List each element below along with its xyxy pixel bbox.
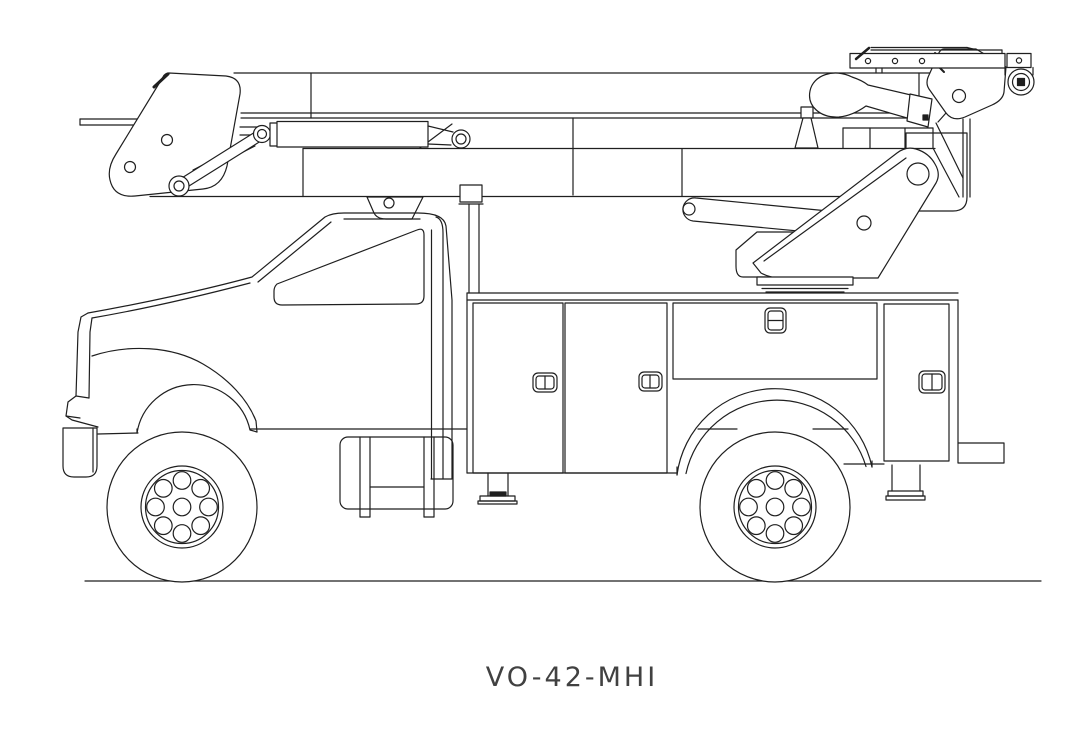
boom-lug bbox=[366, 196, 424, 220]
tire bbox=[106, 431, 258, 583]
front-bumper bbox=[62, 427, 98, 478]
a-pillar-inner bbox=[257, 221, 332, 283]
front-wheel-opening bbox=[136, 383, 258, 434]
hub bbox=[765, 497, 785, 517]
door-window bbox=[273, 228, 425, 306]
chassis-line-front bbox=[97, 432, 139, 435]
rotation-bearing bbox=[756, 276, 854, 293]
link-arm bbox=[809, 72, 933, 128]
front-wheel bbox=[106, 431, 258, 583]
door-handle-3 bbox=[764, 307, 787, 334]
door-handle-1 bbox=[532, 372, 558, 393]
rear-fender-arc bbox=[676, 388, 873, 476]
rim-outer bbox=[733, 465, 817, 549]
rim-outer bbox=[140, 465, 224, 549]
compartment-door-4 bbox=[883, 303, 950, 462]
front-face bbox=[65, 312, 99, 428]
hood-inner-line bbox=[91, 282, 251, 319]
rim-inner bbox=[144, 469, 220, 545]
front-face-inner bbox=[88, 317, 93, 399]
rear-wheel bbox=[699, 431, 851, 583]
rear-outrigger bbox=[885, 464, 926, 501]
tire bbox=[699, 431, 851, 583]
cab bbox=[62, 212, 453, 480]
rear-bumper-step bbox=[957, 442, 1005, 464]
platform-mount-plate bbox=[849, 46, 1006, 74]
front-outrigger bbox=[477, 472, 518, 505]
line-art bbox=[62, 46, 1042, 583]
compartment-door-1 bbox=[472, 302, 564, 474]
door-handle-4 bbox=[918, 370, 946, 394]
fender-crease bbox=[91, 347, 258, 433]
cab-rear-inner bbox=[435, 216, 444, 480]
pulley-bracket bbox=[1004, 52, 1034, 76]
leveling-link bbox=[168, 122, 279, 197]
sheave-pulley bbox=[1004, 52, 1035, 96]
door-handle-2 bbox=[638, 371, 663, 392]
cab-outline bbox=[87, 212, 453, 480]
boom-mid-structure bbox=[572, 106, 934, 196]
fuel-tank-step bbox=[339, 436, 454, 518]
compartment-door-3 bbox=[672, 302, 878, 380]
boom-rest-post bbox=[458, 184, 484, 294]
rim-inner bbox=[737, 469, 813, 545]
upper-cylinder bbox=[276, 120, 471, 149]
hub bbox=[172, 497, 192, 517]
model-label: VO-42-MHI bbox=[486, 662, 658, 693]
utility-body bbox=[466, 292, 1005, 505]
